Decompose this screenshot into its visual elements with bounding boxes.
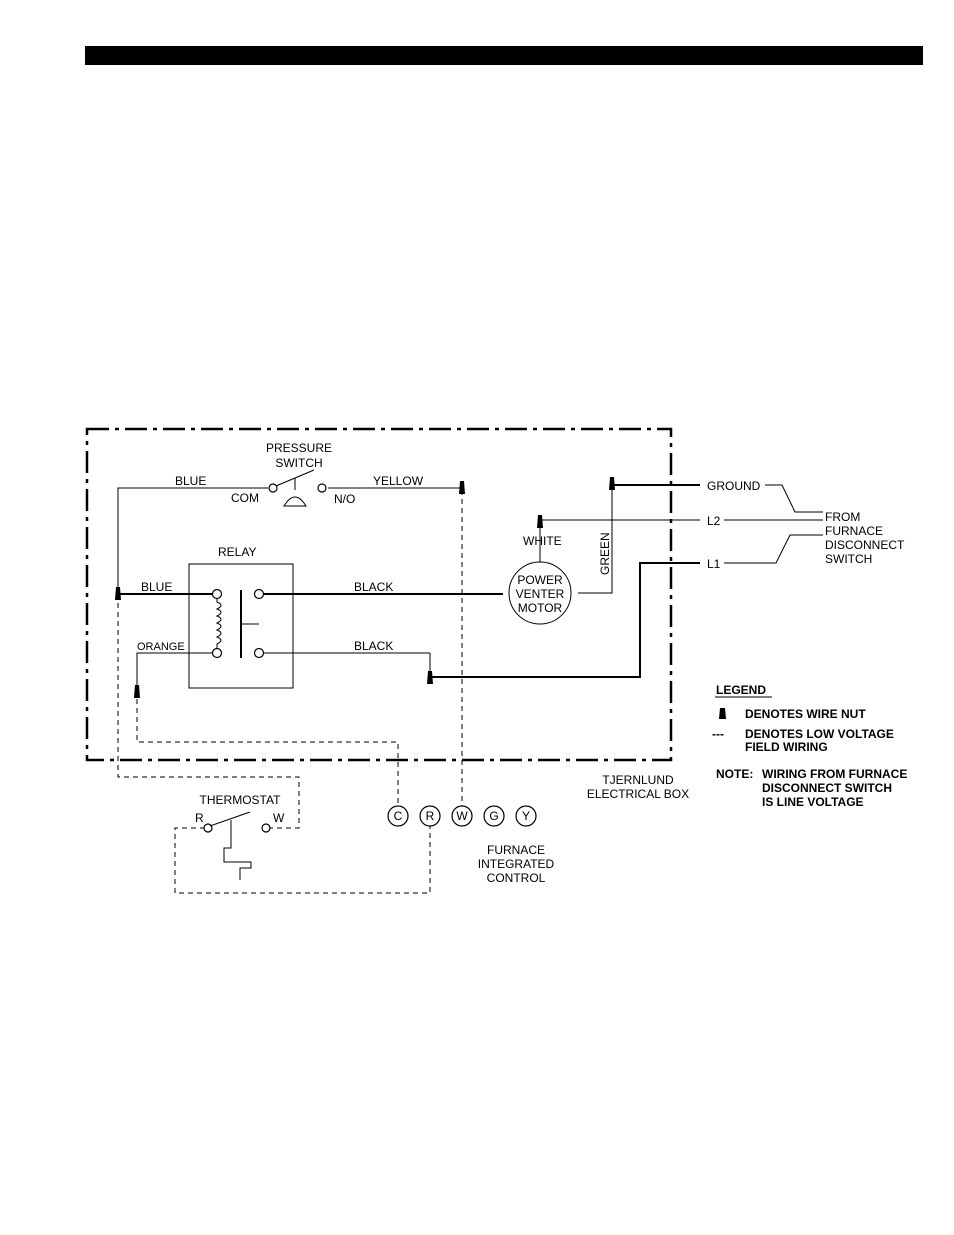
relay: [188, 563, 294, 689]
wire-label-black: BLACK: [354, 639, 393, 653]
pressure-switch-label: SWITCH: [275, 456, 322, 470]
from-label: FROM: [825, 510, 860, 524]
motor-label: POWER: [517, 573, 563, 587]
wire-label-orange: ORANGE: [137, 641, 185, 653]
electrical-box-label: ELECTRICAL BOX: [587, 787, 689, 801]
l1-label: L1: [707, 557, 721, 571]
legend-title: LEGEND: [716, 683, 766, 697]
wire-nut: [609, 477, 615, 490]
legend-note: WIRING FROM FURNACE: [762, 767, 907, 781]
legend-low-voltage: FIELD WIRING: [745, 740, 828, 754]
ground-label: GROUND: [707, 479, 761, 493]
thermostat-terminal-w: W: [273, 811, 285, 825]
legend-note-label: NOTE:: [716, 767, 753, 781]
pressure-switch-label: PRESSURE: [266, 441, 332, 455]
wire-nuts: [115, 477, 726, 719]
control-terminal-w: W: [456, 809, 468, 823]
legend-dash-symbol: ---: [712, 727, 724, 741]
relay-label: RELAY: [218, 545, 256, 559]
terminal-label-com: COM: [231, 491, 259, 505]
wire-nut: [134, 685, 140, 698]
control-terminal-c: C: [394, 809, 403, 823]
wire-label-green: GREEN: [598, 532, 612, 575]
power-venter-motor: [508, 561, 572, 625]
legend-wire-nut: DENOTES WIRE NUT: [745, 707, 866, 721]
wire-label-blue: BLUE: [175, 474, 206, 488]
wire-label-blue: BLUE: [141, 580, 172, 594]
from-label: SWITCH: [825, 552, 872, 566]
legend-low-voltage: DENOTES LOW VOLTAGE: [745, 727, 894, 741]
furnace-control-terminals: [387, 805, 537, 827]
wire-nut: [459, 481, 465, 494]
low-voltage-wires: [117, 490, 463, 894]
thermostat-terminal-r: R: [195, 811, 204, 825]
thermostat-label: THERMOSTAT: [200, 793, 282, 807]
electrical-box-outline: [85, 427, 673, 762]
control-terminal-g: G: [489, 809, 498, 823]
thermostat: [203, 811, 271, 880]
motor-label: VENTER: [516, 587, 565, 601]
electrical-box-label: TJERNLUND: [602, 773, 674, 787]
wire-nut: [537, 515, 543, 528]
header-bar: [85, 46, 923, 65]
from-label: FURNACE: [825, 524, 883, 538]
terminal-label-no: N/O: [334, 492, 355, 506]
control-label: INTEGRATED: [478, 857, 555, 871]
from-label: DISCONNECT: [825, 538, 905, 552]
control-label: FURNACE: [487, 843, 545, 857]
wire-nut-legend: [719, 708, 726, 719]
wire-label-yellow: YELLOW: [373, 474, 424, 488]
motor-label: MOTOR: [518, 601, 563, 615]
control-terminal-r: R: [426, 809, 435, 823]
wire-label-black: BLACK: [354, 580, 393, 594]
wire-nut: [115, 587, 121, 600]
l2-label: L2: [707, 514, 721, 528]
wire-label-white: WHITE: [523, 534, 562, 548]
legend-note: DISCONNECT SWITCH: [762, 781, 892, 795]
pressure-switch: [268, 469, 327, 507]
control-label: CONTROL: [487, 871, 546, 885]
legend-note: IS LINE VOLTAGE: [762, 795, 864, 809]
control-terminal-y: Y: [522, 809, 530, 823]
wire-nut: [427, 671, 433, 684]
